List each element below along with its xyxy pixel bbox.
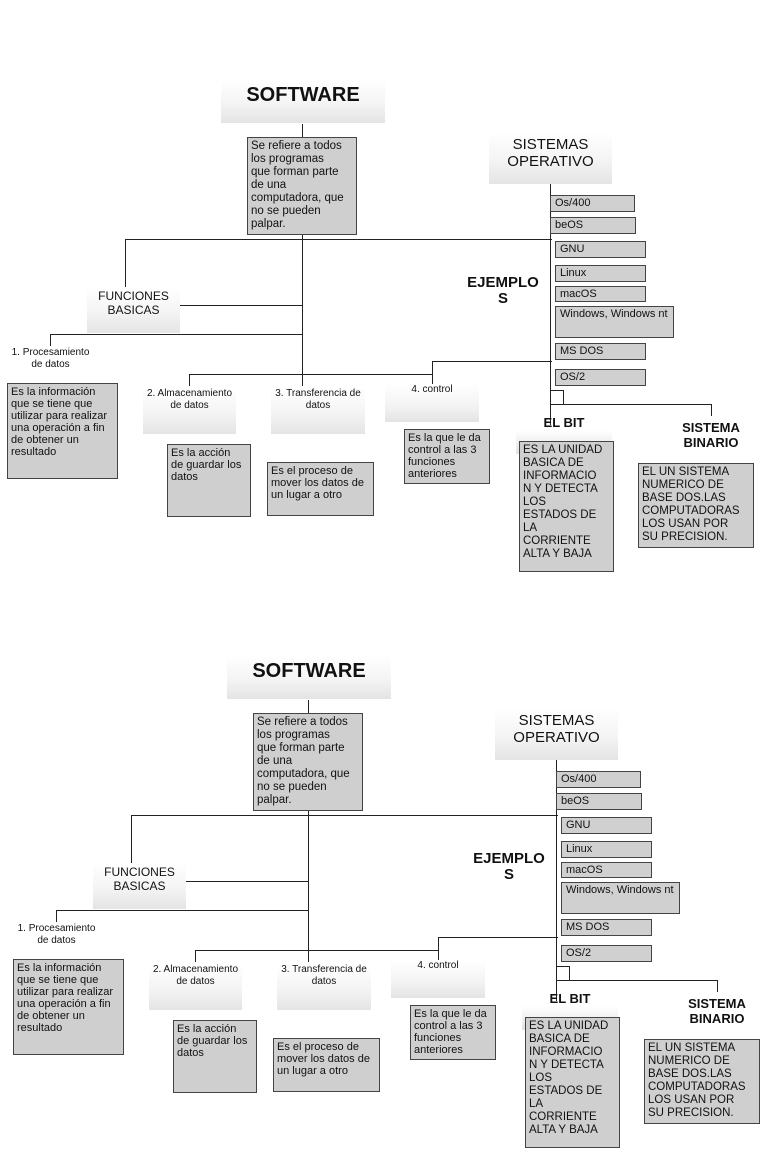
- func-transferencia-desc: Es el proceso de mover los datos de un l…: [267, 462, 374, 516]
- concept-map-bottom: SOFTWARE Se refiere a todos los programa…: [6, 576, 768, 1156]
- software-definition: Se refiere a todos los programas que for…: [253, 713, 363, 811]
- func-transferencia-desc: Es el proceso de mover los datos de un l…: [273, 1038, 380, 1092]
- example-beos: beOS: [556, 793, 642, 810]
- connector: [550, 404, 712, 405]
- func-control-desc: Es la que le da control a las 3 funcione…: [410, 1005, 496, 1060]
- connector: [717, 980, 718, 992]
- example-beos: beOS: [550, 217, 636, 234]
- connector: [563, 390, 564, 404]
- func-transferencia-label: 3. Transferencia de datos: [277, 964, 371, 1010]
- software-title: SOFTWARE: [227, 656, 391, 699]
- example-os2: OS/2: [561, 945, 652, 962]
- example-macos: macOS: [555, 286, 646, 302]
- connector: [556, 756, 557, 1001]
- sistema-binario-desc: EL UN SISTEMA NUMERICO DE BASE DOS.LAS C…: [644, 1039, 760, 1124]
- func-procesamiento-label: 1. Procesamiento de datos: [17, 923, 96, 946]
- example-os400: Os/400: [550, 195, 635, 212]
- example-gnu: GNU: [555, 241, 646, 258]
- ejemplos-label: EJEMPLO S: [473, 850, 545, 883]
- func-almacenamiento-desc: Es la acción de guardar los datos: [167, 444, 251, 517]
- connector: [56, 910, 57, 922]
- concept-map-top: SOFTWARE Se refiere a todos los programa…: [7, 80, 754, 572]
- connector: [550, 180, 551, 425]
- connector: [556, 980, 718, 981]
- example-msdos: MS DOS: [561, 919, 652, 936]
- example-linux: Linux: [561, 841, 652, 858]
- func-control-desc: Es la que le da control a las 3 funcione…: [404, 429, 490, 484]
- example-linux: Linux: [555, 265, 646, 282]
- example-os400: Os/400: [556, 771, 641, 788]
- func-almacenamiento-desc: Es la acción de guardar los datos: [173, 1020, 257, 1093]
- connector: [308, 700, 309, 962]
- func-control-label: 4. control: [385, 384, 479, 422]
- connector: [186, 881, 309, 882]
- example-macos: macOS: [561, 862, 652, 878]
- connector: [438, 937, 558, 938]
- funciones-basicas-label: FUNCIONES BASICAS: [93, 863, 186, 909]
- example-windows: Windows, Windows nt: [555, 306, 674, 338]
- connector: [131, 815, 132, 863]
- example-msdos: MS DOS: [555, 343, 646, 360]
- connector: [569, 966, 570, 980]
- connector: [438, 937, 439, 961]
- connector: [50, 334, 303, 335]
- connector: [56, 910, 309, 911]
- connector: [432, 361, 552, 362]
- connector: [711, 404, 712, 416]
- example-gnu: GNU: [561, 817, 652, 834]
- example-os2: OS/2: [555, 369, 646, 386]
- func-procesamiento-desc: Es la información que se tiene que utili…: [13, 959, 124, 1055]
- el-bit-desc: ES LA UNIDAD BASICA DE INFORMACIO N Y DE…: [525, 1017, 620, 1148]
- connector: [50, 334, 51, 346]
- ejemplos-label: EJEMPLO S: [467, 274, 539, 307]
- connector: [550, 390, 564, 391]
- connector: [556, 966, 570, 967]
- func-transferencia-label: 3. Transferencia de datos: [271, 388, 365, 434]
- connector: [189, 374, 433, 375]
- sistemas-operativo-title: SISTEMAS OPERATIVO: [495, 708, 618, 760]
- func-procesamiento-desc: Es la información que se tiene que utili…: [7, 383, 118, 479]
- connector: [125, 239, 126, 287]
- connector: [302, 124, 303, 386]
- sistema-binario-label: SISTEMA BINARIO: [682, 420, 740, 450]
- el-bit-label: EL BIT: [549, 991, 591, 1006]
- func-almacenamiento-label: 2. Almacenamiento de datos: [149, 964, 242, 1010]
- connector: [131, 815, 558, 816]
- sistemas-operativo-title: SISTEMAS OPERATIVO: [489, 132, 612, 184]
- el-bit-label: EL BIT: [543, 415, 585, 430]
- connector: [189, 374, 190, 386]
- sistema-binario-label: SISTEMA BINARIO: [688, 996, 746, 1026]
- func-almacenamiento-label: 2. Almacenamiento de datos: [143, 388, 236, 434]
- sistema-binario-desc: EL UN SISTEMA NUMERICO DE BASE DOS.LAS C…: [638, 463, 754, 548]
- el-bit-desc: ES LA UNIDAD BASICA DE INFORMACIO N Y DE…: [519, 441, 614, 572]
- connector: [432, 361, 433, 385]
- funciones-basicas-label: FUNCIONES BASICAS: [87, 287, 180, 333]
- connector: [195, 950, 439, 951]
- func-procesamiento-label: 1. Procesamiento de datos: [11, 347, 90, 370]
- software-definition: Se refiere a todos los programas que for…: [247, 137, 357, 235]
- connector: [125, 239, 552, 240]
- connector: [195, 950, 196, 962]
- func-control-label: 4. control: [391, 960, 485, 998]
- software-title: SOFTWARE: [221, 80, 385, 123]
- example-windows: Windows, Windows nt: [561, 882, 680, 914]
- connector: [180, 305, 303, 306]
